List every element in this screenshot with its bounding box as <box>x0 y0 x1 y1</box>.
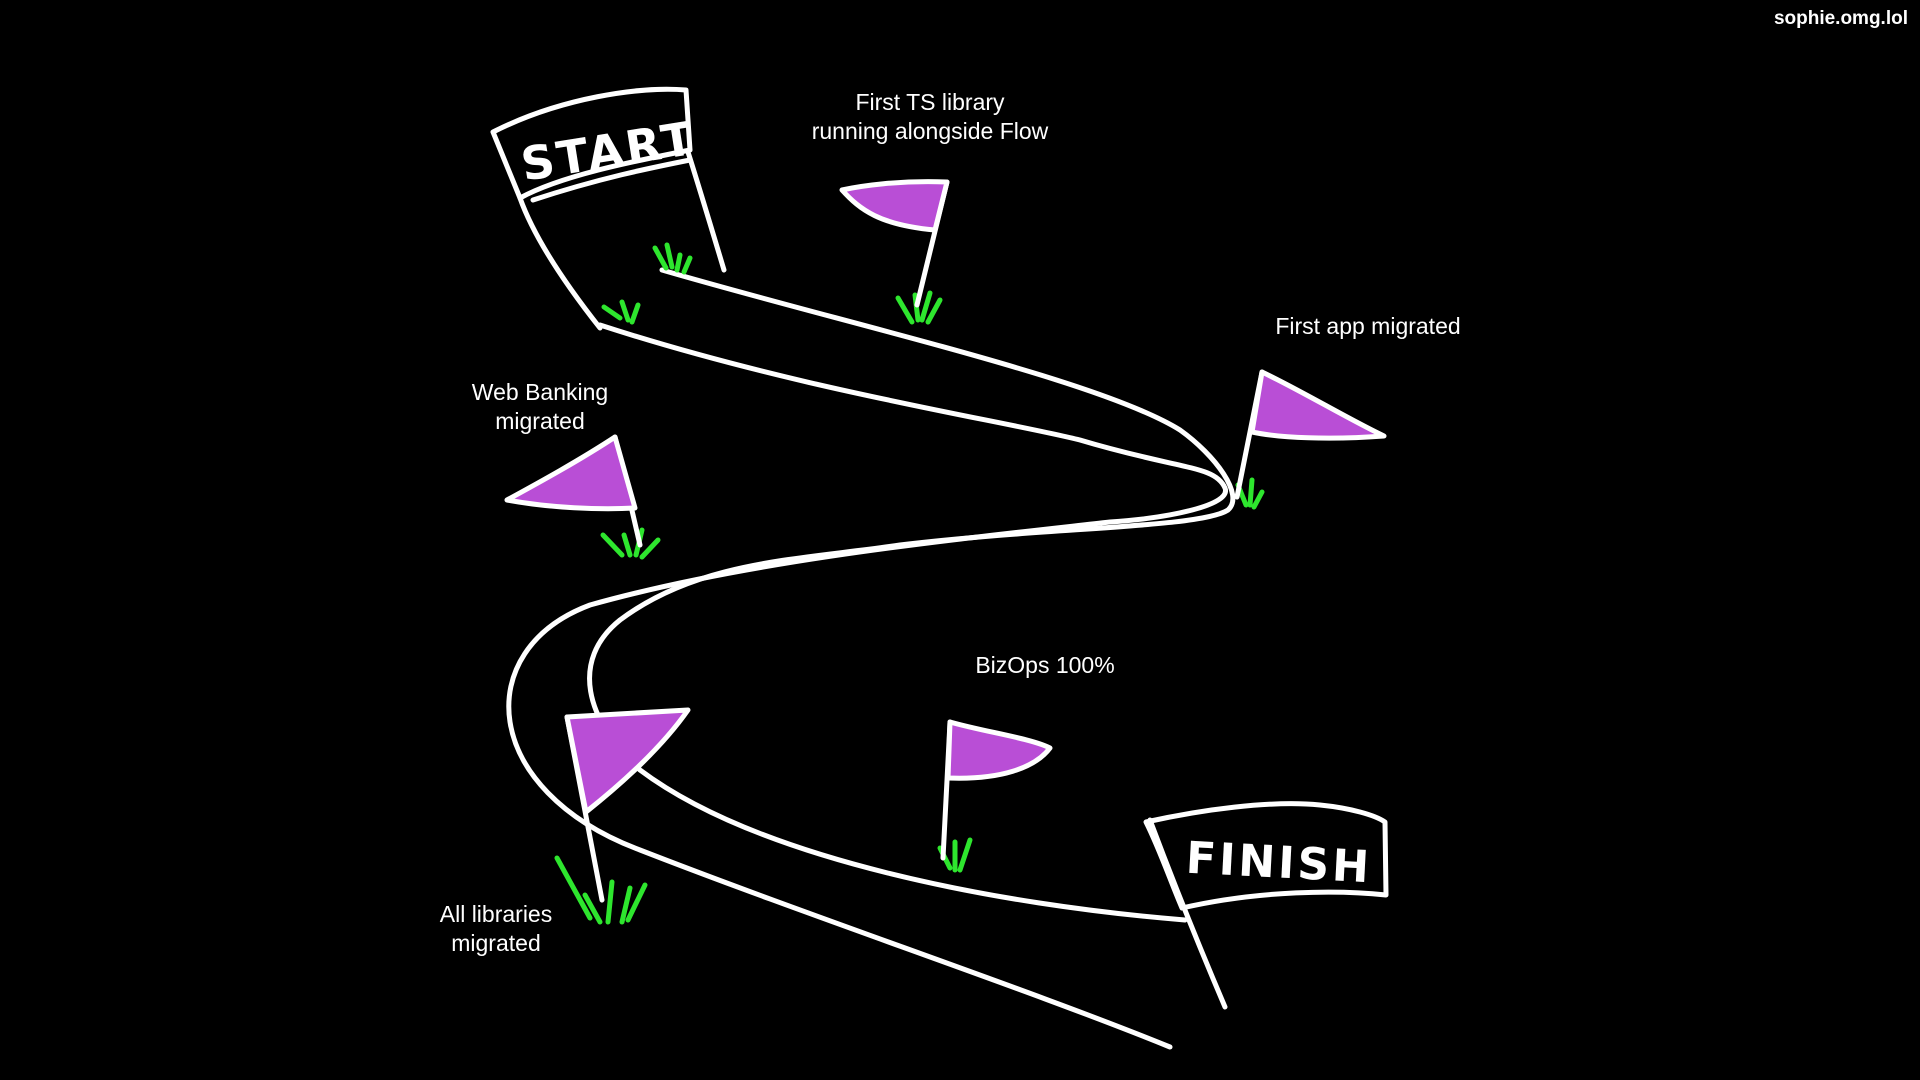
milestone-label-line: Web Banking <box>471 379 609 405</box>
finish-sign: FINISH <box>1143 801 1389 1010</box>
grass-tuft-flag-3 <box>600 527 661 560</box>
finish-sign-label: FINISH <box>1185 833 1374 894</box>
milestone-label-line: BizOps 100% <box>975 652 1115 678</box>
milestone-label-line: migrated <box>495 408 585 434</box>
watermark: sophie.omg.lol <box>1773 8 1908 29</box>
flag-web-banking <box>504 434 643 548</box>
flag-web-banking-pennant <box>504 434 638 512</box>
grass-tuft-start-2 <box>601 299 641 325</box>
grass <box>554 242 1265 925</box>
flag-bizops <box>940 719 1053 861</box>
flags <box>504 179 1387 903</box>
grass-tuft-start-1 <box>652 242 693 275</box>
flag-first-ts-library <box>839 179 950 308</box>
milestone-label-line: running alongside Flow <box>811 118 1049 144</box>
flag-bizops-pennant <box>945 719 1053 781</box>
finish-sign-pole <box>1147 817 1228 1010</box>
milestone-label-line: migrated <box>451 930 541 956</box>
grass-tuft-flag-5 <box>554 855 648 925</box>
grass-tuft-flag-1 <box>895 290 943 325</box>
milestone-label-line: First TS library <box>855 89 1005 115</box>
milestone-label-web-banking: Web Banking migrated <box>420 378 660 436</box>
flag-first-app-migrated <box>1234 369 1387 500</box>
milestone-label-all-libraries: All libraries migrated <box>376 900 616 958</box>
start-sign: START <box>490 86 727 331</box>
milestone-label-bizops: BizOps 100% <box>925 651 1165 680</box>
start-sign-frame <box>490 86 693 201</box>
flag-all-libraries-pennant <box>564 707 691 815</box>
flag-first-ts-library-pennant <box>839 179 950 233</box>
milestone-label-first-ts-library: First TS library running alongside Flow <box>770 88 1090 146</box>
road-inner-edge <box>587 267 1236 923</box>
milestone-label-line: First app migrated <box>1275 313 1461 339</box>
milestone-label-line: All libraries <box>439 901 553 927</box>
flag-first-app-migrated-pennant <box>1249 369 1387 441</box>
milestone-label-first-app-migrated: First app migrated <box>1228 312 1508 341</box>
road <box>506 267 1236 1050</box>
flag-all-libraries <box>564 707 691 903</box>
